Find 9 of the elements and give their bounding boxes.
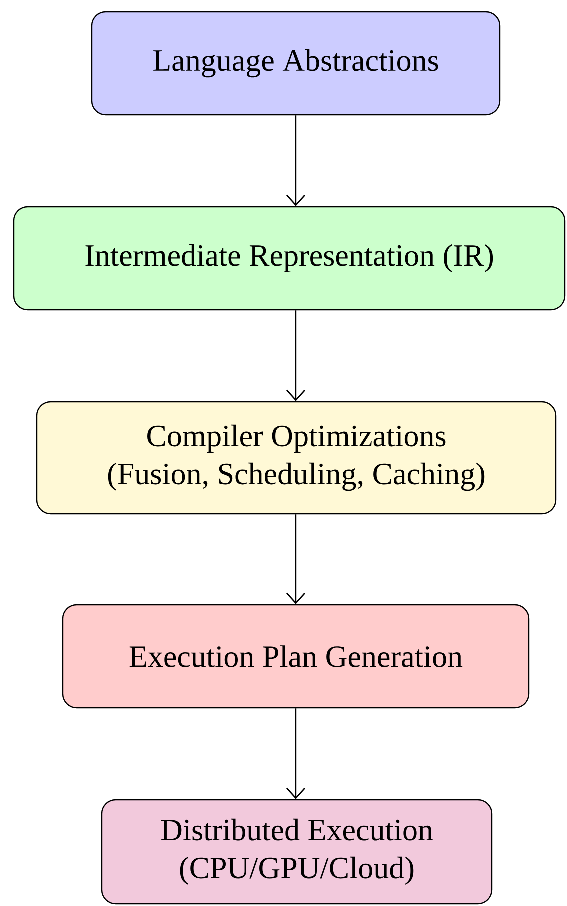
process-box: Compiler Optimizations (Fusion, Scheduling, Caching) — [36, 401, 557, 515]
process-box: Execution Plan Generation — [62, 604, 530, 709]
arrow — [286, 708, 306, 800]
process-box: Intermediate Representation (IR) — [13, 206, 566, 311]
arrow — [286, 310, 306, 402]
process-box: Language Abstractions — [91, 11, 501, 116]
process-box: Distributed Execution (CPU/GPU/Cloud) — [101, 799, 493, 905]
arrow — [286, 514, 306, 604]
arrow — [286, 116, 306, 206]
